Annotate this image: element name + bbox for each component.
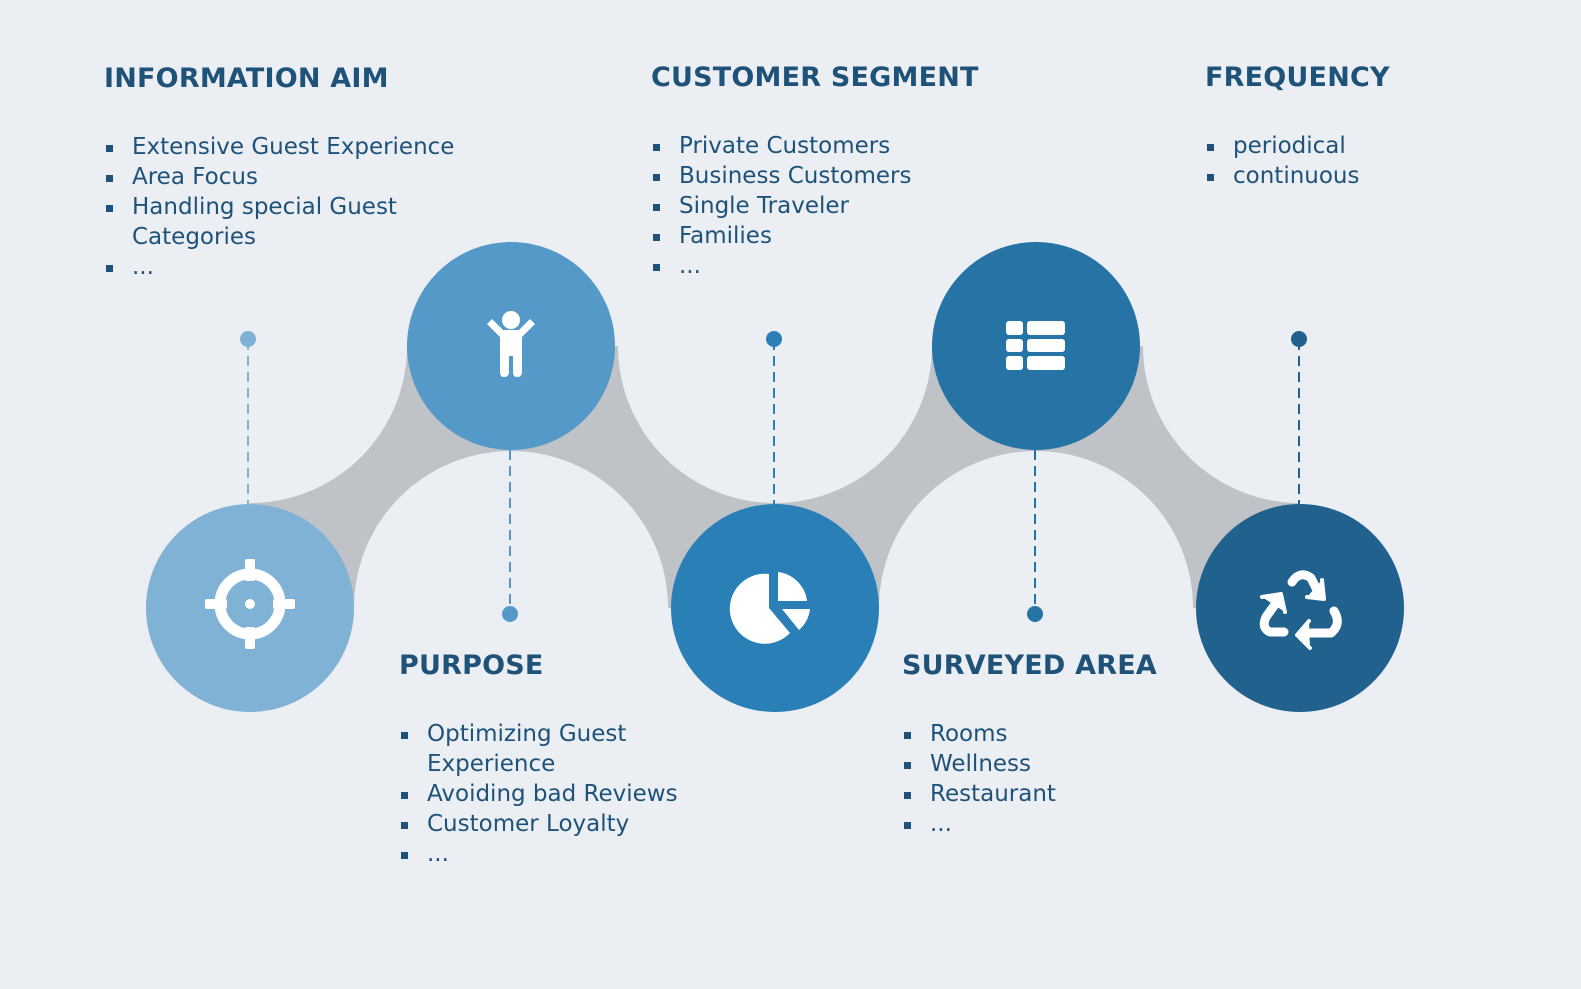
step-items: Optimizing Guest Experience Avoiding bad… [399, 719, 699, 869]
step-items: Rooms Wellness Restaurant ... [902, 719, 1202, 839]
step-circle-frequency [1196, 504, 1404, 712]
list-item: Avoiding bad Reviews [399, 779, 699, 809]
step-circle-information-aim [146, 504, 354, 712]
step-information-aim: INFORMATION AIM Extensive Guest Experien… [104, 62, 484, 282]
bullet [653, 234, 660, 241]
list-item: ... [651, 251, 1011, 281]
list-icon [1006, 321, 1065, 370]
bullet [1207, 174, 1214, 181]
list-item: Wellness [902, 749, 1202, 779]
bullet [401, 822, 408, 829]
pie-chart-icon [729, 572, 810, 644]
bullet [904, 732, 911, 739]
pointer-4 [1027, 450, 1043, 622]
list-item: continuous [1205, 161, 1465, 191]
pointer-dot [1291, 331, 1307, 347]
bullet [106, 175, 113, 182]
step-title: SURVEYED AREA [902, 650, 1157, 681]
bullet [401, 792, 408, 799]
pointer-2 [502, 450, 518, 622]
pointer-1 [240, 331, 256, 504]
pointer-3 [766, 331, 782, 504]
list-item: Area Focus [104, 162, 484, 192]
bullet [106, 145, 113, 152]
bullet [653, 144, 660, 151]
bullet [904, 792, 911, 799]
list-item: Extensive Guest Experience [104, 132, 484, 162]
list-item: Business Customers [651, 161, 1011, 191]
pointer-dot [240, 331, 256, 347]
step-circle-purpose [407, 242, 615, 450]
step-items: Extensive Guest Experience Area Focus Ha… [104, 132, 484, 282]
list-item: Optimizing Guest Experience [399, 719, 657, 779]
list-item: Single Traveler [651, 191, 1011, 221]
step-items: Private Customers Business Customers Sin… [651, 131, 1011, 281]
bullet [904, 762, 911, 769]
step-surveyed-area: SURVEYED AREA Rooms Wellness Restaurant … [902, 649, 1202, 839]
list-item: ... [104, 252, 484, 282]
bullet [401, 732, 408, 739]
crosshair-icon [205, 559, 295, 649]
recycle-icon [1259, 570, 1342, 650]
step-title: INFORMATION AIM [104, 63, 389, 94]
list-item: periodical [1205, 131, 1465, 161]
list-item: Rooms [902, 719, 1202, 749]
bullet [904, 822, 911, 829]
pointer-dot [502, 606, 518, 622]
pointer-dot [766, 331, 782, 347]
step-purpose: PURPOSE Optimizing Guest Experience Avoi… [399, 649, 699, 869]
step-title: PURPOSE [399, 650, 544, 681]
step-title: FREQUENCY [1205, 62, 1390, 93]
step-circle-customer-segment [671, 504, 879, 712]
step-frequency: FREQUENCY periodical continuous [1205, 61, 1465, 191]
list-item: Restaurant [902, 779, 1202, 809]
bullet [106, 265, 113, 272]
step-circle-surveyed-area [932, 242, 1140, 450]
bullet [401, 852, 408, 859]
list-item: Families [651, 221, 1011, 251]
list-item: ... [399, 839, 699, 869]
bullet [1207, 144, 1214, 151]
bullet [653, 264, 660, 271]
list-item: Customer Loyalty [399, 809, 699, 839]
pointer-5 [1291, 331, 1307, 504]
list-item: ... [902, 809, 1202, 839]
step-items: periodical continuous [1205, 131, 1465, 191]
step-title: CUSTOMER SEGMENT [651, 62, 979, 93]
child-icon [487, 311, 535, 377]
bullet [653, 174, 660, 181]
list-item: Private Customers [651, 131, 1011, 161]
pointer-dot [1027, 606, 1043, 622]
list-item: Handling special Guest Categories [104, 192, 422, 252]
bullet [653, 204, 660, 211]
bullet [106, 205, 113, 212]
step-customer-segment: CUSTOMER SEGMENT Private Customers Busin… [651, 61, 1011, 281]
